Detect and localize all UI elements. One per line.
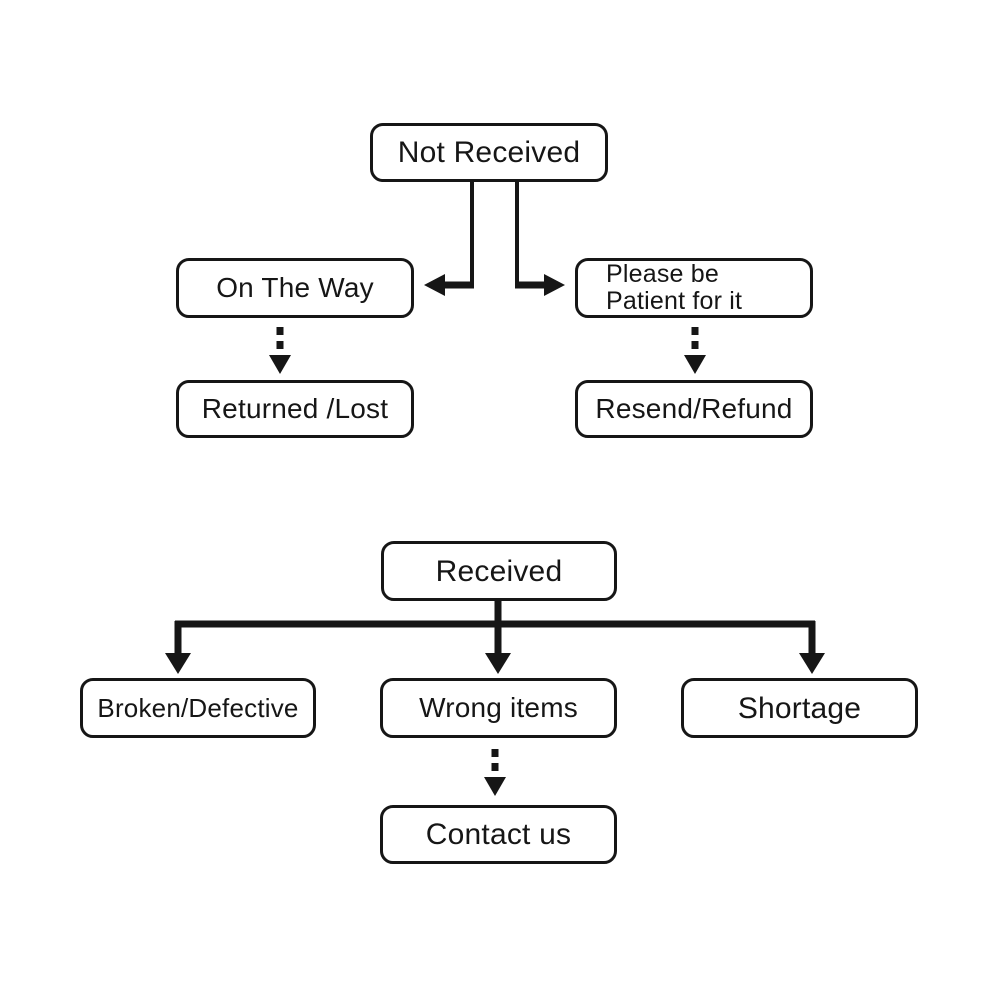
node-shortage: Shortage [681,678,918,738]
node-resend-refund: Resend/Refund [575,380,813,438]
node-wrong-items: Wrong items [380,678,617,738]
node-contact-us-label: Contact us [425,818,572,851]
node-broken-defective-label: Broken/Defective [97,692,299,723]
node-resend-refund-label: Resend/Refund [595,392,793,424]
please-line-2: Patient for it [606,287,743,315]
arrowhead-wrong-items [485,653,511,674]
arrowhead-shortage [799,653,825,674]
node-returned-lost: Returned /Lost [176,380,414,438]
node-contact-us: Contact us [380,805,617,864]
arrowhead-please-patient [544,274,565,296]
arrowhead-broken-defective [165,653,191,674]
node-returned-lost-label: Returned /Lost [201,392,389,424]
node-on-the-way: On The Way [176,258,414,318]
arrowhead-on-the-way [424,274,445,296]
please-line-1: Please be [606,259,719,288]
node-not-received: Not Received [370,123,608,182]
node-broken-defective: Broken/Defective [80,678,316,738]
arrowhead-contact-us [484,777,506,796]
node-shortage-label: Shortage [737,691,862,725]
node-not-received-label: Not Received [397,136,581,169]
arrowhead-resend-refund [684,355,706,374]
node-received-label: Received [435,554,563,588]
arrowhead-returned-lost [269,355,291,374]
node-please-be-patient: Please be Patient for it [575,258,813,318]
node-on-the-way-label: On The Way [216,271,374,303]
node-please-be-patient-label: Please be Patient for it [606,259,743,316]
node-received: Received [381,541,617,601]
node-wrong-items-label: Wrong items [419,691,578,723]
